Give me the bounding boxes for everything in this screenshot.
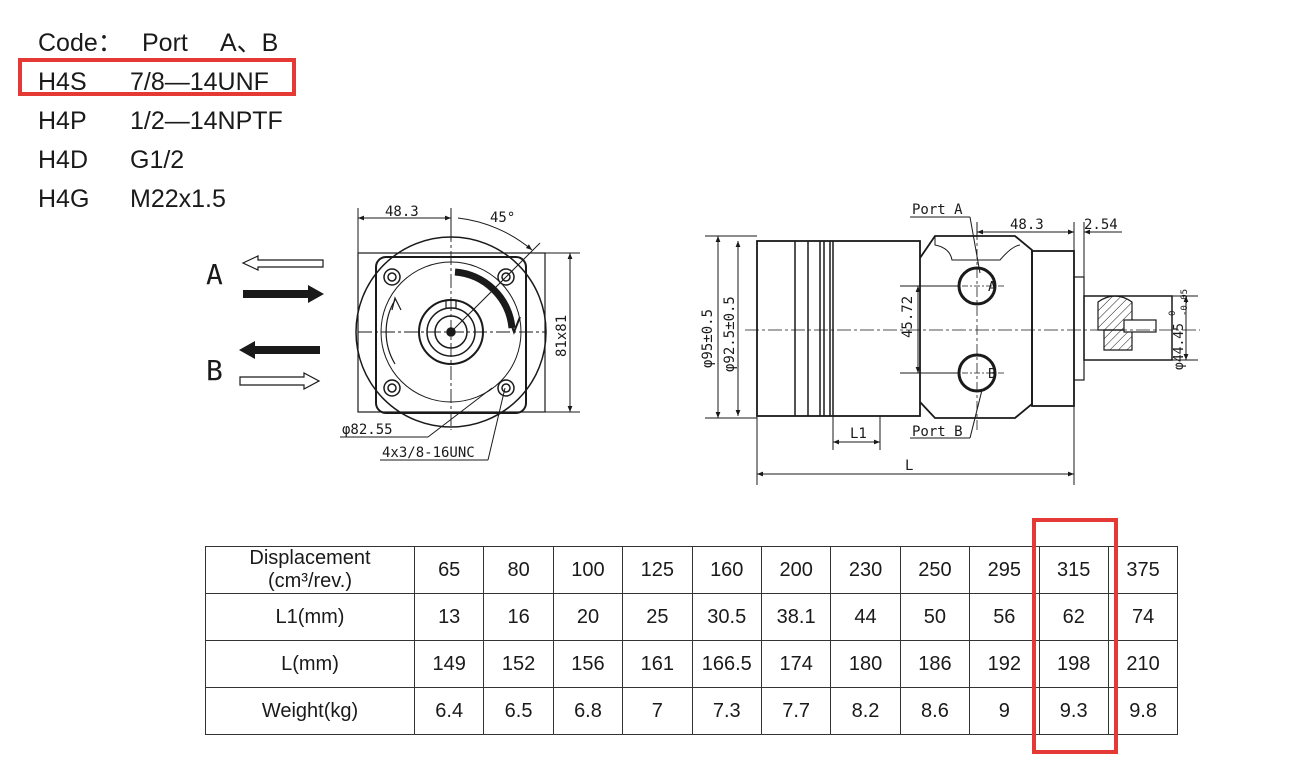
table-cell: 315	[1038, 546, 1109, 594]
selected-port-code-highlight	[18, 58, 296, 96]
table-cell: 210	[1107, 640, 1179, 688]
selected-column-highlight	[1032, 518, 1118, 754]
table-cell: 198	[1038, 640, 1109, 688]
table-cell: 6.5	[483, 687, 554, 735]
port-code: H4S	[38, 68, 87, 96]
row-label: Displacement (cm³/rev.)	[205, 546, 415, 594]
table-cell: 6.4	[413, 687, 485, 735]
front-dim-width: 48.3	[385, 204, 419, 220]
table-cell: 16	[483, 593, 554, 641]
table-cell: 50	[899, 593, 971, 641]
port-code: H4P	[38, 107, 87, 135]
table-cell: 20	[552, 593, 624, 641]
row-label: L(mm)	[205, 640, 415, 688]
table-cell: 7	[622, 687, 693, 735]
table-cell: 375	[1107, 546, 1179, 594]
spec-table: Displacement (cm³/rev.) 65 80 100 125 16…	[205, 546, 1179, 735]
row-label: L1(mm)	[205, 593, 415, 641]
table-cell: 9	[969, 687, 1040, 735]
table-cell: 180	[830, 640, 901, 688]
table-cell: 192	[969, 640, 1040, 688]
table-cell: 166.5	[691, 640, 762, 688]
table-row: L1(mm) 13 16 20 25 30.5 38.1 44 50 56 62…	[205, 593, 1179, 641]
side-dim-port-spacing: 45.72	[900, 296, 916, 338]
table-cell: 295	[969, 546, 1040, 594]
port-thread: M22x1.5	[130, 185, 226, 213]
side-dim-shaft-tol-lower: -0.05	[1180, 289, 1190, 316]
side-dim-shaft-tol-upper: 0	[1168, 311, 1178, 316]
port-b-mark: B	[988, 367, 996, 382]
rotation-label-a: A	[206, 258, 223, 291]
table-cell: 30.5	[691, 593, 762, 641]
table-cell: 44	[830, 593, 901, 641]
table-cell: 160	[691, 546, 762, 594]
table-cell: 230	[830, 546, 901, 594]
side-view	[705, 216, 1200, 485]
code-label: Code：	[38, 29, 123, 57]
table-cell: 200	[760, 546, 832, 594]
arrow-left-outline-icon	[241, 255, 324, 271]
technical-drawing: A B	[206, 202, 1200, 485]
side-dim-outer-dia: φ95±0.5	[700, 309, 716, 368]
table-cell: 80	[483, 546, 554, 594]
table-cell: 8.6	[899, 687, 971, 735]
port-a-label: Port A	[912, 202, 963, 218]
port-names: A、B	[220, 29, 279, 57]
side-dim-l1: L1	[850, 426, 867, 442]
front-view	[340, 208, 580, 461]
rotation-label-b: B	[206, 354, 223, 387]
front-dim-height: 81x81	[554, 315, 570, 357]
port-code: H4G	[38, 185, 90, 213]
mounting-hole-icon	[383, 268, 515, 397]
port-a-mark: A	[988, 280, 996, 295]
table-cell: 56	[969, 593, 1040, 641]
table-cell: 100	[552, 546, 624, 594]
port-label: Port	[142, 29, 188, 57]
front-dim-angle: 45°	[490, 210, 515, 226]
side-dim-l: L	[905, 458, 913, 474]
port-thread: 7/8—14UNF	[130, 68, 269, 96]
table-cell: 125	[622, 546, 693, 594]
table-cell: 7.7	[760, 687, 832, 735]
table-cell: 38.1	[760, 593, 832, 641]
table-cell: 7.3	[691, 687, 762, 735]
table-cell: 152	[483, 640, 554, 688]
arrow-right-solid-icon	[243, 285, 324, 303]
side-dim-shaft-step: 2.54	[1084, 217, 1118, 233]
table-cell: 74	[1107, 593, 1179, 641]
table-cell: 6.8	[552, 687, 624, 735]
table-row: Weight(kg) 6.4 6.5 6.8 7 7.3 7.7 8.2 8.6…	[205, 687, 1179, 735]
front-dim-pilot: φ82.55	[342, 422, 393, 438]
side-dim-inner-dia: φ92.5±0.5	[722, 296, 738, 372]
table-cell: 156	[552, 640, 624, 688]
table-cell: 161	[622, 640, 693, 688]
arrow-right-outline-icon	[239, 372, 321, 390]
table-cell: 62	[1038, 593, 1109, 641]
side-dim-shaft-dia: φ44.45	[1172, 323, 1187, 370]
port-code: H4D	[38, 146, 89, 174]
port-thread: 1/2—14NPTF	[130, 107, 283, 135]
side-dim-port-offset: 48.3	[1010, 217, 1044, 233]
rotation-arrows: A B	[206, 255, 324, 390]
table-cell: 8.2	[830, 687, 901, 735]
table-cell: 25	[622, 593, 693, 641]
table-cell: 149	[413, 640, 485, 688]
table-cell: 174	[760, 640, 832, 688]
table-cell: 250	[899, 546, 971, 594]
arrow-left-solid-icon	[239, 341, 320, 359]
table-row: L(mm) 149 152 156 161 166.5 174 180 186 …	[205, 640, 1179, 688]
row-label: Weight(kg)	[205, 687, 415, 735]
table-cell: 9.8	[1107, 687, 1179, 735]
table-cell: 13	[413, 593, 485, 641]
front-dim-bolts: 4x3/8-16UNC	[382, 445, 475, 461]
table-cell: 65	[413, 546, 485, 594]
table-cell: 186	[899, 640, 971, 688]
port-b-label: Port B	[912, 424, 963, 440]
port-thread: G1/2	[130, 146, 185, 174]
